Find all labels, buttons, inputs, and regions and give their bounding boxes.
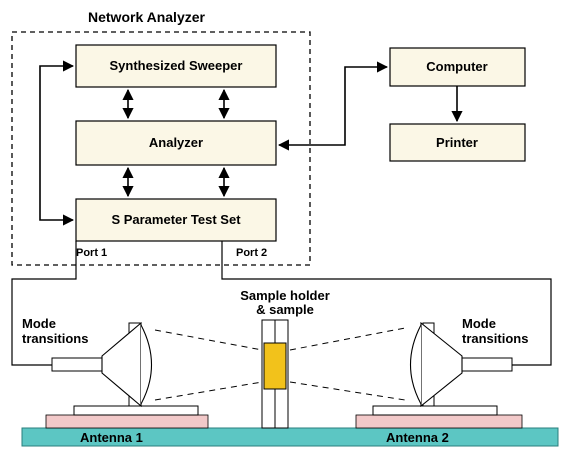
antenna-1-label: Antenna 1 xyxy=(80,430,143,445)
test-bench-base xyxy=(21,427,559,447)
mode-transitions-left-line1: Mode xyxy=(22,316,56,331)
sweeper-testset-loop-arrow xyxy=(39,60,75,226)
beam-right-bottom xyxy=(289,381,406,401)
beam-right-top xyxy=(289,327,406,351)
mode-transitions-right-line2: transitions xyxy=(462,331,528,346)
antenna-2-horn xyxy=(420,321,463,408)
antenna-1-waveguide xyxy=(51,357,103,372)
analyzer-label: Analyzer xyxy=(149,135,203,150)
mode-transitions-right-line1: Mode xyxy=(462,316,496,331)
antenna-2-assembly xyxy=(355,321,523,429)
mode-transitions-left-line2: transitions xyxy=(22,331,88,346)
antenna-1-horn xyxy=(101,321,142,408)
antenna-2-label: Antenna 2 xyxy=(386,430,449,445)
computer-box xyxy=(389,47,526,87)
antenna-1-pad xyxy=(45,414,209,429)
antenna-1-stand-base xyxy=(73,405,199,416)
port-2-label: Port 2 xyxy=(236,247,267,259)
analyzer-box xyxy=(75,120,277,166)
synthesized-sweeper-box xyxy=(75,44,277,88)
s-parameter-test-set-label: S Parameter Test Set xyxy=(111,212,241,227)
synthesized-sweeper-label: Synthesized Sweeper xyxy=(110,58,243,73)
network-analyzer-title: Network Analyzer xyxy=(88,9,206,25)
sample-holder xyxy=(261,319,289,429)
sample-block xyxy=(263,342,287,390)
analyzer-computer-arrow xyxy=(277,61,389,151)
port-1-cable xyxy=(11,241,77,366)
antenna-2-stand-base xyxy=(372,405,498,416)
computer-label: Computer xyxy=(426,59,487,74)
antenna-2-pad xyxy=(355,414,523,429)
printer-label: Printer xyxy=(436,135,478,150)
antenna-2-lens xyxy=(409,324,422,405)
antenna-1-lens xyxy=(140,324,153,405)
port-2-cable xyxy=(221,241,552,366)
antenna-2-waveguide xyxy=(461,357,513,372)
antenna-1-assembly xyxy=(45,321,209,429)
port-1-label: Port 1 xyxy=(76,247,107,259)
printer-box xyxy=(389,123,526,162)
sample-holder-label-line2: & sample xyxy=(256,302,314,317)
beam-left-top xyxy=(154,329,263,351)
beam-left-bottom xyxy=(154,381,263,401)
sample-holder-label-line1: Sample holder xyxy=(240,288,330,303)
s-parameter-test-set-box xyxy=(75,198,277,242)
